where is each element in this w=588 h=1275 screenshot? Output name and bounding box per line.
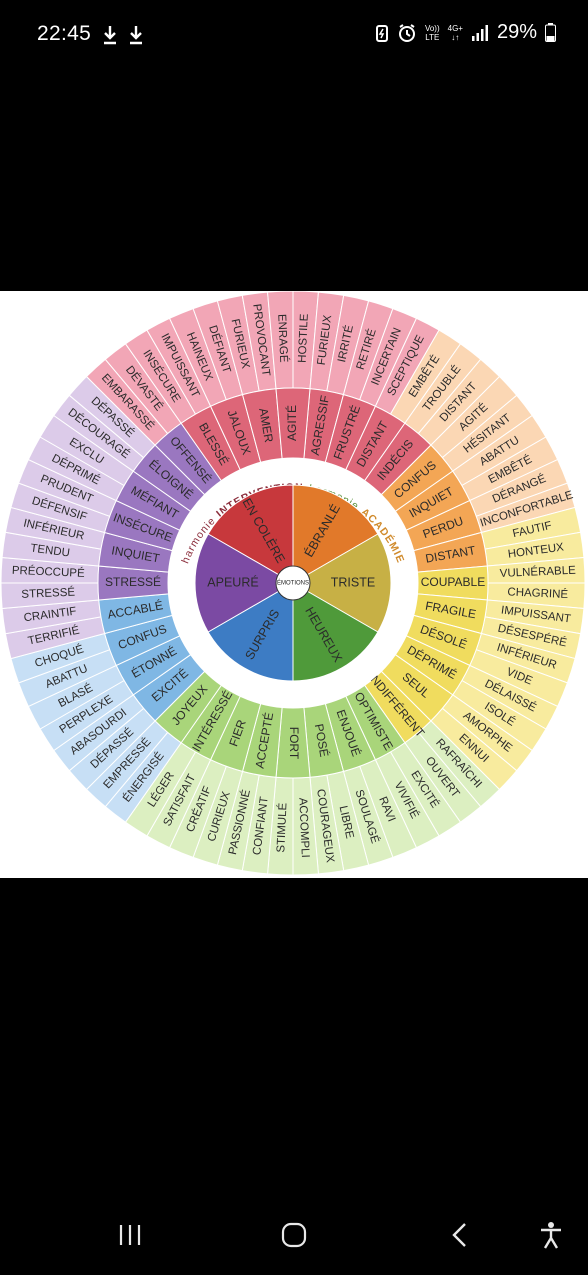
accessibility-icon [541, 1222, 561, 1249]
outer-emotion-label: CHAGRINÉ [507, 585, 569, 601]
core-emotion-segment [207, 484, 294, 584]
middle-emotion-label: POSÉ [312, 723, 333, 758]
download-icon [130, 26, 142, 45]
battery-percent: 29% [496, 21, 537, 43]
core-emotion-segment [207, 582, 294, 682]
middle-emotion-label: COUPABLE [421, 575, 485, 589]
battery-icon [545, 23, 556, 42]
signal-icon [471, 24, 488, 41]
core-emotion-label: TRISTE [331, 575, 375, 589]
outer-emotion-label: TENDU [30, 543, 71, 560]
middle-emotion-label: FORT [287, 727, 301, 760]
core-emotion-segment [292, 484, 379, 584]
battery-saver-icon [375, 24, 388, 42]
recents-button[interactable] [108, 1213, 152, 1257]
network-type: 4G+ ↓↑ [447, 23, 463, 42]
outer-emotion-label: ACCOMPLI [296, 797, 311, 858]
core-emotion-segment [194, 533, 294, 633]
outer-emotion-label: STRESSÉ [21, 586, 76, 601]
recents-icon [119, 1225, 141, 1245]
accessibility-button[interactable] [529, 1213, 573, 1257]
middle-emotion-label: STRESSÉ [105, 574, 161, 589]
outer-emotion-label: STIMULÉ [274, 802, 289, 853]
volte-indicator: Vo)) LTE [424, 23, 440, 42]
outer-emotion-label: HOSTILE [297, 313, 311, 363]
core-emotion-segment [292, 533, 392, 633]
outer-emotion-label: PRÉOCCUPÉ [12, 564, 86, 580]
home-icon [281, 1222, 307, 1248]
navigation-bar [0, 1195, 588, 1275]
core-emotion-segment [292, 582, 379, 682]
middle-emotion-label: AMER [256, 407, 276, 444]
outer-emotion-label: VULNÉRABLE [499, 564, 576, 580]
status-bar: 22:45 Vo)) LTE 4G+ ↓↑ 29% [0, 0, 588, 70]
wheel-center-label: ÉMOTIONS [277, 580, 309, 587]
back-button[interactable] [438, 1213, 482, 1257]
alarm-icon [398, 23, 415, 42]
home-button[interactable] [272, 1213, 316, 1257]
middle-emotion-label: AGITÉ [284, 405, 299, 441]
wheel-center [275, 565, 311, 601]
back-icon [452, 1223, 466, 1247]
clock: 22:45 [37, 22, 92, 45]
core-emotion-label: APEURÉ [207, 574, 258, 589]
outer-emotion-label: ENRAGÉ [275, 314, 290, 363]
download-icon [104, 26, 116, 45]
